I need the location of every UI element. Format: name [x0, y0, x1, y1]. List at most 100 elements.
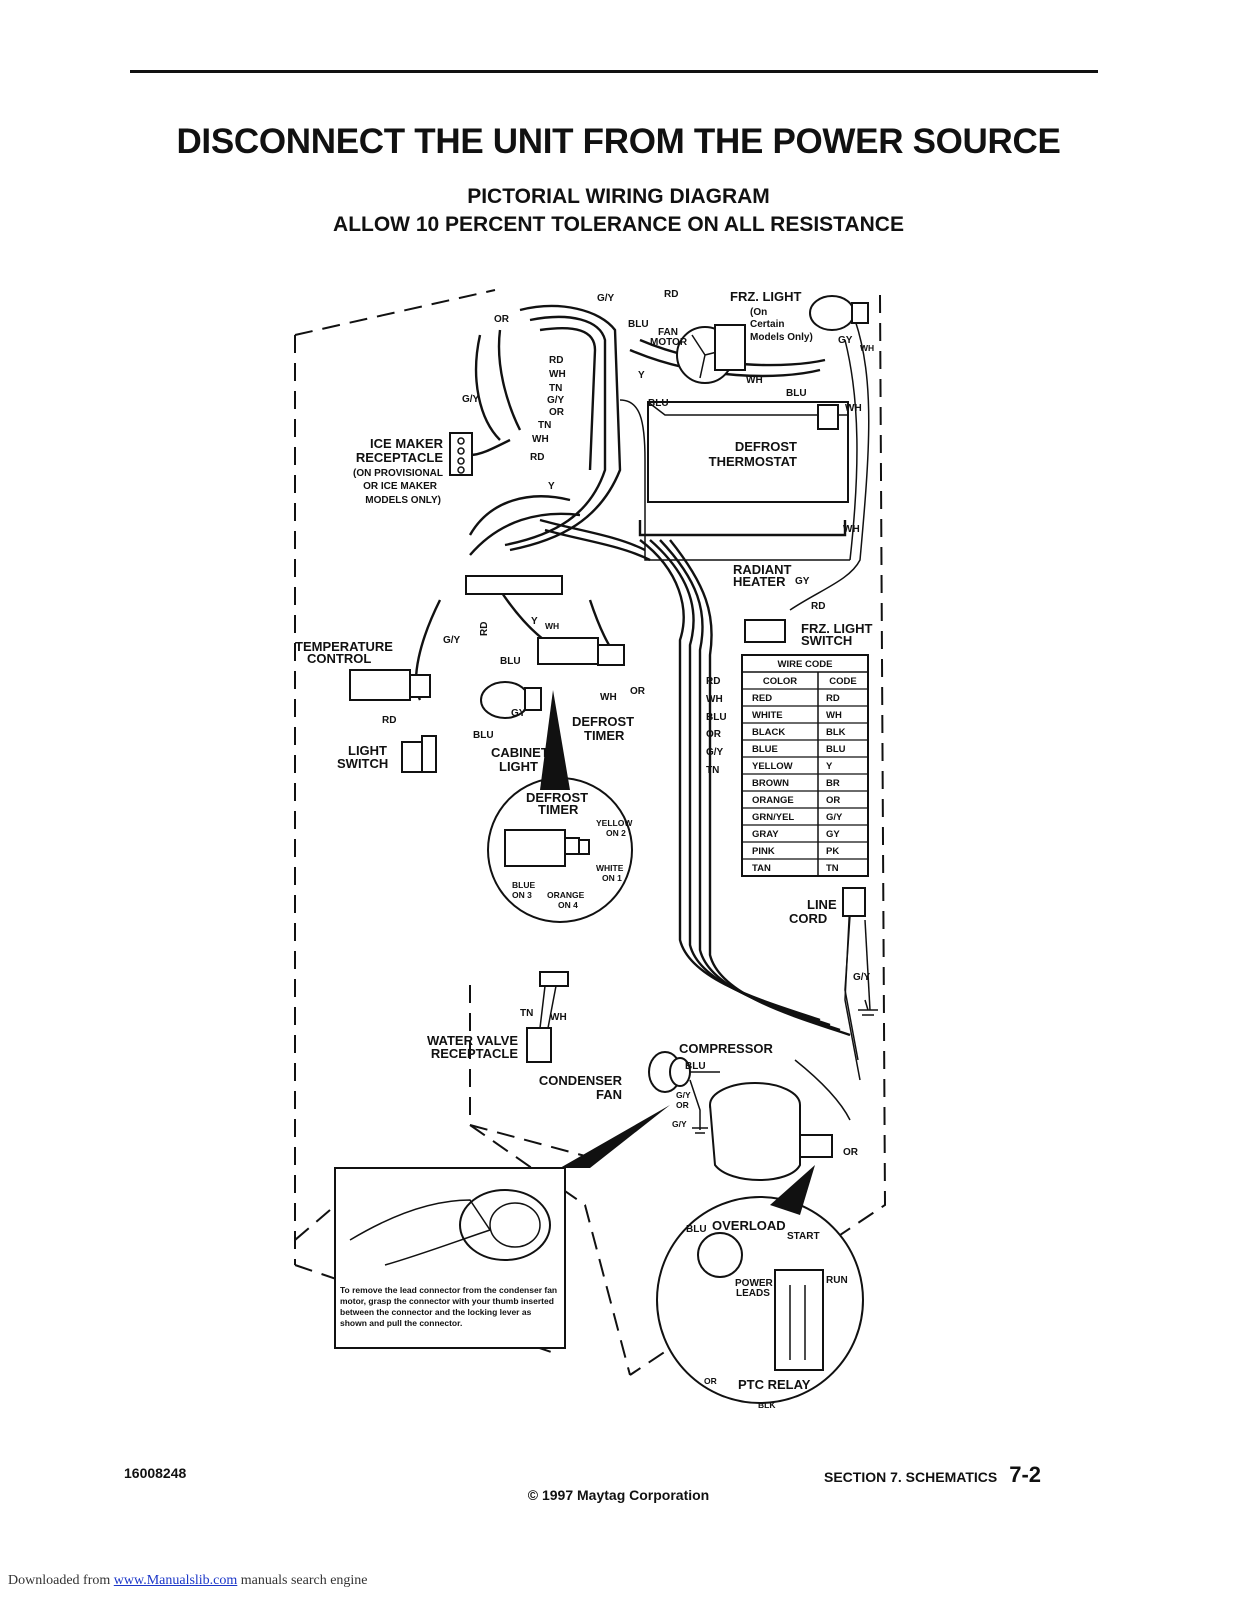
label-start: START [787, 1231, 820, 1242]
wire-code-title: WIRE CODE [778, 659, 833, 670]
label-frz-switch-2: SWITCH [801, 633, 852, 648]
copyright: © 1997 Maytag Corporation [527, 1487, 710, 1503]
wire-code-code: OR [826, 795, 840, 806]
label-rd-2: RD [530, 452, 544, 463]
label-condenser-fan-2: FAN [596, 1087, 622, 1102]
light-switch [401, 735, 437, 773]
wire-code-color: BLUE [752, 744, 778, 755]
label-water-valve-2: RECEPTACLE [431, 1046, 518, 1061]
label-defrost-timer-2: TIMER [584, 728, 625, 743]
compressor [709, 1082, 833, 1181]
wire-code-color: RED [752, 693, 772, 704]
label-tn-1: TN [549, 383, 562, 394]
label-blu-5: BLU [473, 730, 494, 741]
download-suffix: manuals search engine [237, 1573, 368, 1588]
label-frz-light: FRZ. LIGHT [730, 289, 802, 304]
label-yellow-on2-a: YELLOW [596, 818, 633, 828]
label-bundle-rd: RD [706, 676, 720, 687]
evaporator [638, 401, 849, 537]
label-frz-switch-1: FRZ. LIGHT [801, 621, 873, 636]
label-bundle-wh: WH [706, 694, 723, 705]
manualslib-link[interactable]: www.Manualslib.com [113, 1573, 238, 1588]
label-or-1: OR [549, 407, 565, 418]
label-motor: MOTOR [650, 337, 688, 348]
page-number: 7-2 [1009, 1462, 1041, 1487]
label-or-8: OR [704, 1376, 717, 1386]
label-power-leads-1: POWER [735, 1278, 774, 1289]
label-y-1: Y [638, 370, 645, 381]
label-gy-right: GY [838, 335, 853, 346]
label-defrost-timer-1: DEFROST [572, 714, 634, 729]
defrost-thermostat [817, 404, 839, 430]
label-gy-4: G/Y [443, 635, 461, 646]
terminal-block [465, 575, 563, 595]
label-temperature-control-1: TEMPERATURE [295, 639, 393, 654]
line-cord [842, 887, 878, 1061]
label-ice-note-2: OR ICE MAKER [363, 481, 438, 492]
defrost-timer [537, 637, 625, 666]
freezer-light-bulb [809, 295, 869, 331]
label-blu-top: BLU [628, 319, 649, 330]
label-rd-4: RD [479, 622, 490, 636]
label-blu-6: BLU [685, 1061, 706, 1072]
label-gy-5: GY [511, 708, 526, 719]
doc-number: 16008248 [124, 1465, 187, 1481]
label-frz-note-3: Models Only) [750, 332, 813, 343]
label-bundle-tn: TN [706, 765, 719, 776]
section-label: SECTION 7. SCHEMATICS 7-2 [824, 1462, 1041, 1488]
label-wh-tiny: WH [860, 343, 874, 353]
label-rd-3: RD [811, 601, 825, 612]
label-bundle-gy: G/Y [706, 747, 724, 758]
label-blu-thermostat: BLU [648, 398, 669, 409]
label-gy-3: GY [795, 576, 810, 587]
label-fan: FAN [658, 327, 678, 338]
download-prefix: Downloaded from [8, 1573, 114, 1588]
label-blue-on3-a: BLUE [512, 880, 535, 890]
wire-code-code: TN [826, 863, 839, 874]
label-white-on1-a: WHITE [596, 863, 624, 873]
label-blu-4: BLU [500, 656, 521, 667]
label-line-cord-2: CORD [789, 911, 827, 926]
label-wh-6: WH [550, 1012, 567, 1023]
label-radiant-heater-2: HEATER [733, 574, 786, 589]
label-wh-4: WH [545, 621, 559, 631]
label-condenser-fan-1: CONDENSER [539, 1073, 623, 1088]
label-or-7: OR [843, 1147, 859, 1158]
label-inset-timer-2: TIMER [538, 802, 579, 817]
wire-code-color: BROWN [752, 778, 789, 789]
label-defrost-thermostat-1: DEFROST [735, 439, 797, 454]
label-blu-mid: BLU [786, 388, 807, 399]
label-orange-on4-a: ORANGE [547, 890, 585, 900]
label-light-switch-2: SWITCH [337, 756, 388, 771]
label-tn-2: TN [538, 420, 551, 431]
label-ice-maker-receptacle: RECEPTACLE [356, 450, 443, 465]
label-wh-1: WH [549, 369, 566, 380]
label-wh-2: WH [532, 434, 549, 445]
label-rd-1: RD [549, 355, 563, 366]
wire-code-color: GRAY [752, 829, 779, 840]
label-compressor: COMPRESSOR [679, 1041, 774, 1056]
label-inset-timer-1: DEFROST [526, 790, 588, 805]
label-yellow-on2-b: ON 2 [606, 828, 626, 838]
wire-code-color: ORANGE [752, 795, 794, 806]
temperature-control [349, 669, 431, 701]
wire-code-code: GY [826, 829, 840, 840]
wire-code-color: TAN [752, 863, 771, 874]
section-name: SECTION 7. SCHEMATICS [824, 1469, 998, 1485]
label-blk: BLK [758, 1400, 776, 1410]
label-radiant-heater-1: RADIANT [733, 562, 792, 577]
condenser-fan [648, 1051, 720, 1134]
wire-code-header: CODE [829, 676, 856, 687]
label-wh-mid: WH [746, 375, 763, 386]
label-power-leads-2: LEADS [736, 1288, 770, 1299]
label-line-cord-1: LINE [807, 897, 837, 912]
label-gy-1: G/Y [547, 395, 565, 406]
label-overload: OVERLOAD [712, 1218, 786, 1233]
label-rd-5: RD [382, 715, 396, 726]
label-bundle-or: OR [706, 729, 722, 740]
ptc-relay-inset [656, 1165, 864, 1404]
label-ptc-relay: PTC RELAY [738, 1377, 811, 1392]
freezer-light-switch [744, 619, 786, 643]
label-run: RUN [826, 1275, 848, 1286]
